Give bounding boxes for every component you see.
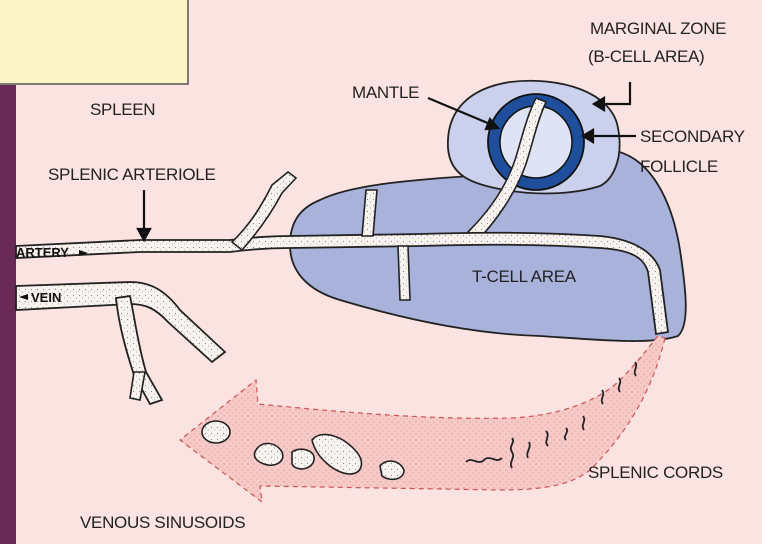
splenic-arteriole-label: SPLENIC ARTERIOLE: [48, 165, 215, 184]
marginal-zone-label-1: MARGINAL ZONE: [590, 19, 726, 38]
secondary-follicle-label-1: SECONDARY: [640, 127, 745, 146]
side-bar: [0, 85, 16, 544]
note-box: [0, 0, 188, 84]
secondary-follicle-label-2: FOLLICLE: [640, 157, 718, 176]
marginal-zone-label-2: (B-CELL AREA): [588, 47, 704, 66]
splenic-cords-label: SPLENIC CORDS: [588, 463, 723, 482]
venous-sinusoids-label: VENOUS SINUSOIDS: [80, 513, 245, 532]
artery-label: ARTERY: [16, 245, 69, 260]
t-cell-area-label: T-CELL AREA: [472, 267, 577, 286]
vein-label: VEIN: [31, 290, 61, 305]
spleen-label: SPLEEN: [90, 100, 155, 119]
mantle-label: MANTLE: [352, 83, 419, 102]
